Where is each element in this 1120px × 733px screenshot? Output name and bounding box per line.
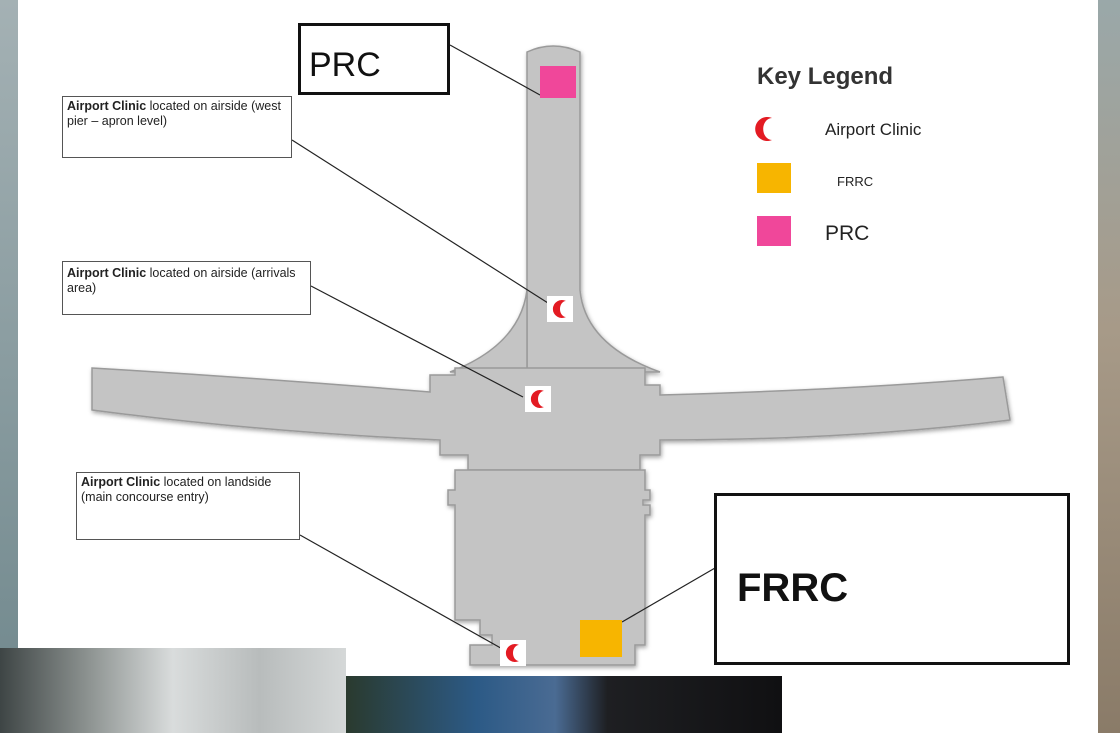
legend-prc-swatch (757, 216, 791, 246)
background-photo-office (0, 648, 346, 733)
callout-landside: Airport Clinic located on landside (main… (76, 472, 300, 540)
callout-west-pier-bold: Airport Clinic (67, 99, 147, 113)
terminal-building (91, 45, 1011, 666)
legend-label-frrc: FRRC (837, 174, 874, 189)
prc-label: PRC (309, 46, 381, 84)
legend-crescent-icon (755, 116, 772, 141)
legend-frrc-swatch (757, 163, 791, 193)
frrc-label-box: FRRC (714, 493, 1070, 665)
frrc-label: FRRC (737, 566, 849, 610)
callout-arrivals-text: located on airside (arrivals area) (67, 266, 296, 295)
callout-arrivals-bold: Airport Clinic (67, 266, 147, 280)
leader-lines (291, 44, 716, 652)
north-pier (526, 45, 661, 373)
callout-landside-text: located on landside (main concourse entr… (81, 475, 272, 504)
clinic-marker-arrivals (525, 386, 551, 412)
callout-arrivals: Airport Clinic located on airside (arriv… (62, 261, 311, 315)
main-wings (91, 367, 1011, 471)
clinic-marker-west-pier (547, 296, 573, 322)
legend-label-prc: PRC (825, 222, 870, 245)
south-concourse (447, 469, 651, 666)
callout-west-pier-text: located on airside (west pier – apron le… (67, 99, 281, 128)
prc-label-box: PRC (298, 23, 450, 95)
prc-marker (540, 66, 576, 98)
legend-label-clinic: Airport Clinic (825, 120, 922, 139)
background-photo-people (346, 676, 782, 733)
background-left (0, 0, 20, 733)
legend-title: Key Legend (757, 63, 894, 90)
callout-landside-bold: Airport Clinic (81, 475, 161, 489)
clinic-marker-landside (500, 640, 526, 666)
frrc-marker (580, 620, 622, 657)
callout-west-pier: Airport Clinic located on airside (west … (62, 96, 292, 158)
north-pier-left-flare (449, 289, 528, 373)
